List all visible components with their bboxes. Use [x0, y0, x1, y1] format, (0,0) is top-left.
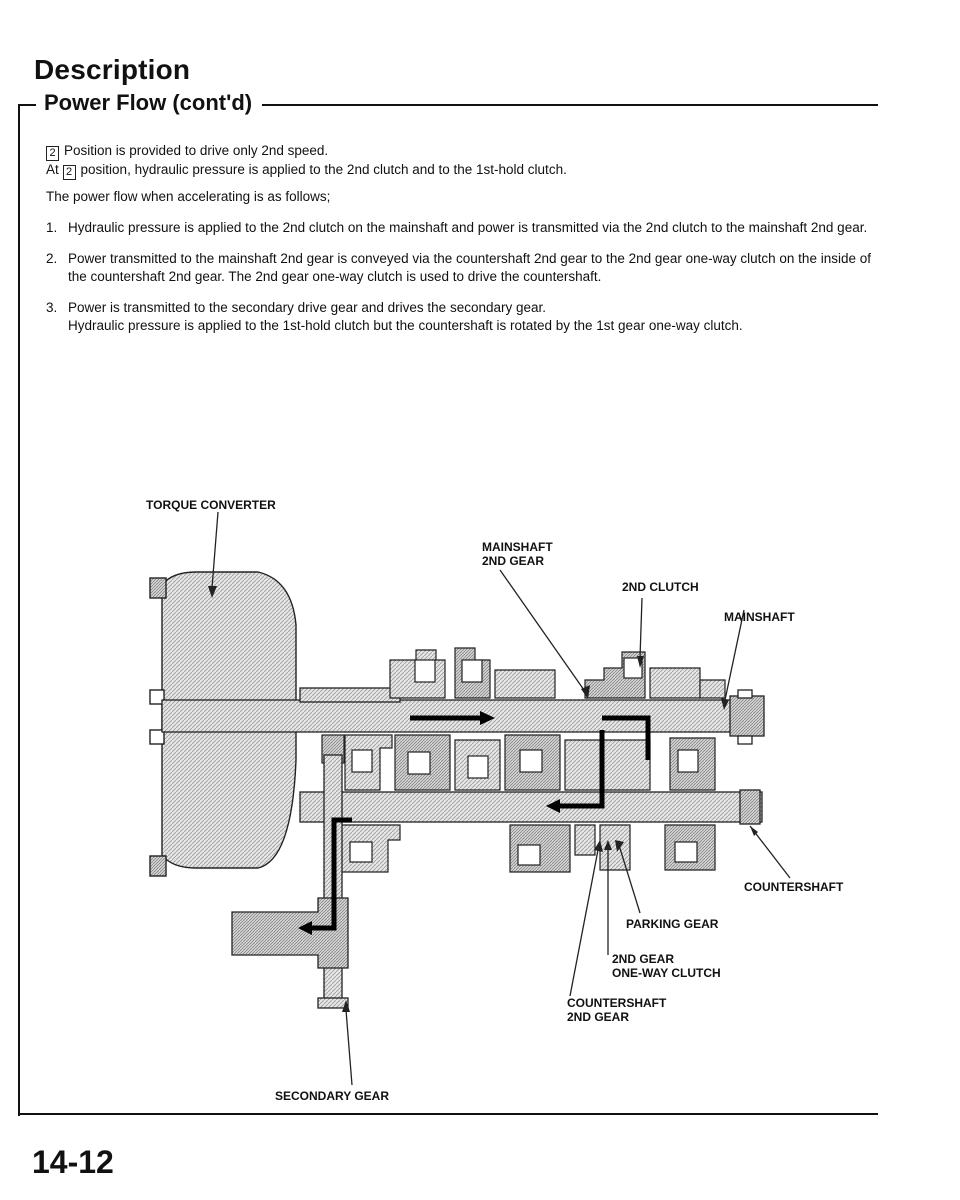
page-number: 14-12 [32, 1144, 114, 1180]
page-title: Description [34, 54, 191, 85]
position-key: 2 [46, 146, 59, 161]
countershaft-assembly [299, 789, 763, 825]
label-2nd-clutch: 2ND CLUTCH [622, 580, 699, 594]
label-2nd-gear-one-way-clutch: 2ND GEAR ONE-WAY CLUTCH [612, 952, 721, 980]
label-parking-gear: PARKING GEAR [626, 917, 719, 931]
step-1: 1. Hydraulic pressure is applied to the … [46, 219, 876, 237]
intro-line-2: At 2 position, hydraulic pressure is appl… [46, 161, 876, 180]
label-torque-converter: TORQUE CONVERTER [146, 498, 276, 512]
frame-left-rule [18, 104, 20, 1116]
leader-arrowheads [208, 586, 758, 1012]
step-3: 3. Power is transmitted to the secondary… [46, 299, 876, 335]
position-key: 2 [62, 165, 76, 180]
intro-line-1: 2 Position is provided to drive only 2nd … [46, 142, 876, 161]
label-countershaft: COUNTERSHAFT [744, 880, 844, 894]
intro-line-2-text: position, hydraulic pressure is applied … [80, 162, 567, 177]
label-mainshaft: MAINSHAFT [724, 610, 795, 624]
label-mainshaft-2nd-gear: MAINSHAFT 2ND GEAR [482, 540, 553, 568]
description-text: 2 Position is provided to drive only 2nd … [46, 142, 876, 335]
step-2: 2. Power transmitted to the mainshaft 2n… [46, 250, 876, 286]
step-text: Hydraulic pressure is applied to the 2nd… [68, 220, 868, 235]
intro-line-3: The power flow when accelerating is as f… [46, 189, 331, 204]
step-text-line-2: Hydraulic pressure is applied to the 1st… [68, 318, 743, 333]
step-number: 2. [46, 251, 58, 266]
power-flow-path [310, 715, 651, 931]
leader-lines [211, 511, 791, 1086]
section-rule [18, 104, 878, 106]
step-number: 1. [46, 220, 58, 235]
frame-bottom-rule [18, 1113, 878, 1115]
step-number: 3. [46, 300, 58, 315]
intro-line-1-text: Position is provided to drive only 2nd s… [64, 143, 329, 158]
step-text-line-1: Power is transmitted to the secondary dr… [68, 300, 547, 315]
label-secondary-gear: SECONDARY GEAR [275, 1089, 390, 1103]
intermediate-gears [321, 734, 716, 791]
section-title: Power Flow (cont'd) [36, 90, 263, 116]
power-flow-arrowheads [298, 711, 560, 935]
mainshaft-gears [389, 647, 726, 699]
countershaft-gears [339, 824, 716, 873]
label-countershaft-2nd-gear: COUNTERSHAFT 2ND GEAR [567, 996, 667, 1024]
intro-line-2-prefix: At [46, 162, 59, 177]
step-text: Power transmitted to the mainshaft 2nd g… [68, 251, 871, 284]
